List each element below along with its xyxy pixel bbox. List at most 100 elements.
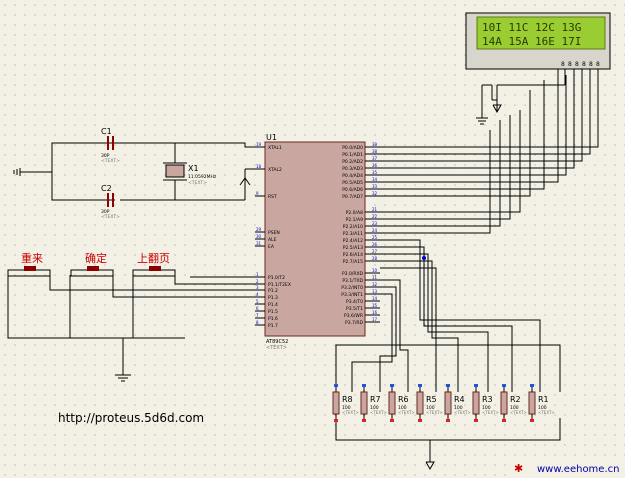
mcu-pin-name: EA (268, 244, 275, 250)
c1-value: 30P (101, 153, 110, 159)
button-confirm[interactable]: 确定 (70, 251, 114, 277)
resistor-value: 100 (482, 405, 491, 411)
mcu-pin-name: P0.0/AD0 (342, 145, 363, 151)
resistor-text: <TEXT> (510, 410, 527, 415)
junction-dot (422, 256, 426, 260)
mcu-pin-name: P0.3/AD3 (342, 166, 363, 172)
mcu-pin-name: RST (268, 194, 277, 200)
mcu-pin-name: P2.4/A12 (343, 238, 363, 244)
c1-text: <TEXT> (101, 158, 120, 164)
resistor-body (388, 391, 396, 415)
resistor-body (360, 391, 368, 415)
mcu-pin-num: 4 (256, 292, 259, 297)
mcu-pin-num: 8 (256, 320, 259, 325)
mcu-pin-num: 3 (256, 285, 259, 290)
mcu-pin-name: P3.2/INT0 (341, 285, 363, 291)
mcu-pin-name: P0.4/AD4 (342, 173, 363, 179)
mcu-pin-name: P0.6/AD6 (342, 187, 363, 193)
resistor-value: 100 (398, 405, 407, 411)
resistor-ref: R3 (482, 395, 493, 404)
c2-ref: C2 (101, 184, 112, 193)
mcu-pin-num: 15 (372, 303, 378, 308)
crystal-x1[interactable]: X1 11.0592MHz <TEXT> (163, 162, 217, 186)
crystal-ref: X1 (188, 164, 199, 173)
mcu-pin-name: P0.7/AD7 (342, 194, 363, 200)
mcu-pin-num: 26 (372, 242, 378, 247)
oscillator-wires (13, 142, 265, 201)
resistor-pin-top (474, 384, 478, 387)
mcu-pin-name: P1.4 (268, 302, 278, 308)
mcu-pin-name: P2.3/A11 (343, 231, 363, 237)
mcu-pin-num: 19 (256, 142, 262, 147)
resistor-text: <TEXT> (342, 410, 359, 415)
button-confirm-label: 确定 (85, 251, 107, 265)
c2-text: <TEXT> (101, 214, 120, 220)
mcu-ref: U1 (266, 133, 277, 142)
lcd-line-2: 14A 15A 16E 17I (482, 35, 581, 48)
c1-ref: C1 (101, 127, 112, 136)
mcu-pin-num: 28 (372, 256, 378, 261)
mcu-pin-num: 17 (372, 317, 378, 322)
mcu-pin-num: 37 (372, 156, 378, 161)
watermark-left: http://proteus.5d6d.com (58, 411, 204, 425)
resistor-pin-bottom (446, 419, 450, 422)
resistor-pin-top (418, 384, 422, 387)
resistor-pin-bottom (334, 419, 338, 422)
resistor-value: 100 (342, 405, 351, 411)
button-page-up[interactable]: 上翻页 (132, 251, 176, 277)
mcu-pin-name: P1.2 (268, 288, 278, 294)
resistor-ref: R5 (426, 395, 437, 404)
crystal-text: <TEXT> (188, 180, 207, 186)
resistor-wires (335, 239, 561, 471)
resistor-ref: R2 (510, 395, 521, 404)
mcu-pin-num: 13 (372, 289, 378, 294)
mcu-pin-name: P0.2/AD2 (342, 159, 363, 165)
mcu-pin-num: 12 (372, 282, 378, 287)
mcu-u1[interactable]: U1 AT89C52 <TEXT> XTAL119XTAL218RST9PSEN… (255, 133, 380, 351)
mcu-pin-num: 10 (372, 268, 378, 273)
resistor-pin-bottom (530, 419, 534, 422)
lcd-pin-label: 8 (568, 61, 572, 68)
mcu-pin-name: P1.7 (268, 323, 278, 329)
mcu-pin-name: P3.7/RD (345, 320, 364, 326)
mcu-pin-num: 39 (372, 142, 378, 147)
resistor-text: <TEXT> (426, 410, 443, 415)
c2-value: 30P (101, 209, 110, 215)
watermark-right: www.eehome.cn (537, 464, 619, 475)
resistor-text: <TEXT> (398, 410, 415, 415)
lcd-screen (476, 16, 606, 50)
lcd-pin-label: 8 (589, 61, 593, 68)
watermark-right-bg (507, 459, 625, 478)
resistor-body (528, 391, 536, 415)
capacitor-c1[interactable]: C1 30P <TEXT> (101, 127, 120, 164)
mcu-pin-num: 22 (372, 214, 378, 219)
mcu-pin-name: P1.3 (268, 295, 278, 301)
mcu-pin-num: 16 (372, 310, 378, 315)
mcu-pin-name: ALE (268, 237, 277, 243)
button-page-up-cap (149, 266, 161, 271)
mcu-pin-num: 35 (372, 170, 378, 175)
resistor-ref: R1 (538, 395, 549, 404)
resistor-value: 100 (510, 405, 519, 411)
mcu-text-tag: <TEXT> (266, 345, 287, 351)
resistor-body (472, 391, 480, 415)
resistor-array: R8100<TEXT>R7100<TEXT>R6100<TEXT>R5100<T… (332, 384, 555, 422)
resistor-ref: R7 (370, 395, 381, 404)
button-restart[interactable]: 重来 (7, 251, 51, 277)
resistor-body (444, 391, 452, 415)
mcu-pin-name: P1.5 (268, 309, 278, 315)
mcu-pin-name: P3.6/WR (344, 313, 363, 319)
capacitor-c2[interactable]: C2 30P <TEXT> (101, 184, 120, 220)
lcd-pin-label: 8 (596, 61, 600, 68)
mcu-pin-num: 11 (372, 275, 378, 280)
